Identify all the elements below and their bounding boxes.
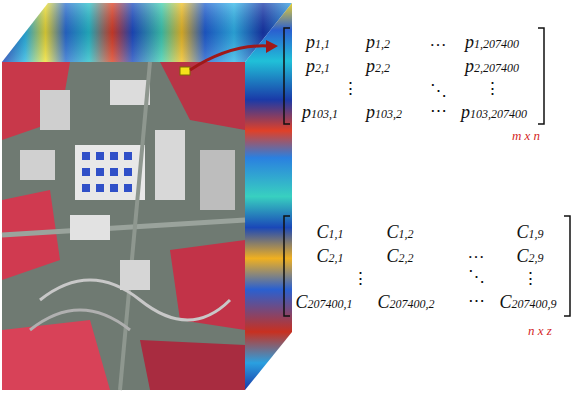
- matrix-entry: C1,1: [316, 223, 343, 241]
- cube-side: [245, 3, 292, 390]
- matrix-entry: C207400,1: [295, 293, 352, 311]
- matrix-entry: C207400,2: [377, 293, 434, 311]
- matrix-entry: p2,2: [366, 57, 390, 75]
- matrix-entry: p2,207400: [465, 57, 519, 75]
- pointer-arrow: [190, 46, 268, 70]
- matrix-ellipsis: ⋮: [342, 80, 359, 97]
- matrix-bracket: [284, 28, 290, 124]
- matrix-bracket: [284, 216, 290, 316]
- matrix-entry: p103,207400: [461, 103, 527, 121]
- matrix-ellipsis: ⋱: [430, 82, 447, 99]
- matrix-entry: C1,9: [516, 223, 543, 241]
- arrow-head: [266, 40, 278, 53]
- matrix-entry: p1,2: [366, 33, 390, 51]
- matrix-dimension: m x n: [512, 129, 540, 142]
- matrix-ellipsis: ⋯: [468, 292, 485, 309]
- matrix-ellipsis: ⋯: [430, 102, 447, 119]
- matrix-entry: p103,1: [302, 103, 338, 121]
- pixel-marker: [180, 67, 190, 75]
- matrix-ellipsis: …: [468, 244, 485, 261]
- matrix-entry: C2,1: [316, 247, 343, 265]
- matrix-entry: C1,2: [386, 223, 413, 241]
- matrix-entry: C207400,9: [499, 293, 556, 311]
- matrix-entry: C2,9: [516, 247, 543, 265]
- matrix-ellipsis: …: [430, 32, 447, 49]
- matrix-dimension: n x z: [528, 324, 552, 337]
- matrix-ellipsis: ⋮: [522, 270, 539, 287]
- matrix-ellipsis: ⋱: [468, 268, 485, 285]
- matrix-ellipsis: ⋮: [484, 80, 501, 97]
- matrix-entry: p2,1: [306, 57, 330, 75]
- matrix-entry: C2,2: [386, 247, 413, 265]
- aerial-image: [2, 62, 245, 390]
- cube-top: [2, 3, 292, 62]
- matrix-entry: p1,207400: [465, 33, 519, 51]
- matrix-ellipsis: ⋮: [352, 270, 369, 287]
- matrix-bracket: [538, 28, 544, 124]
- matrix-entry: p103,2: [366, 103, 402, 121]
- matrix-bracket: [564, 216, 570, 316]
- matrix-entry: p1,1: [306, 33, 330, 51]
- cube-top-shade: [2, 3, 292, 62]
